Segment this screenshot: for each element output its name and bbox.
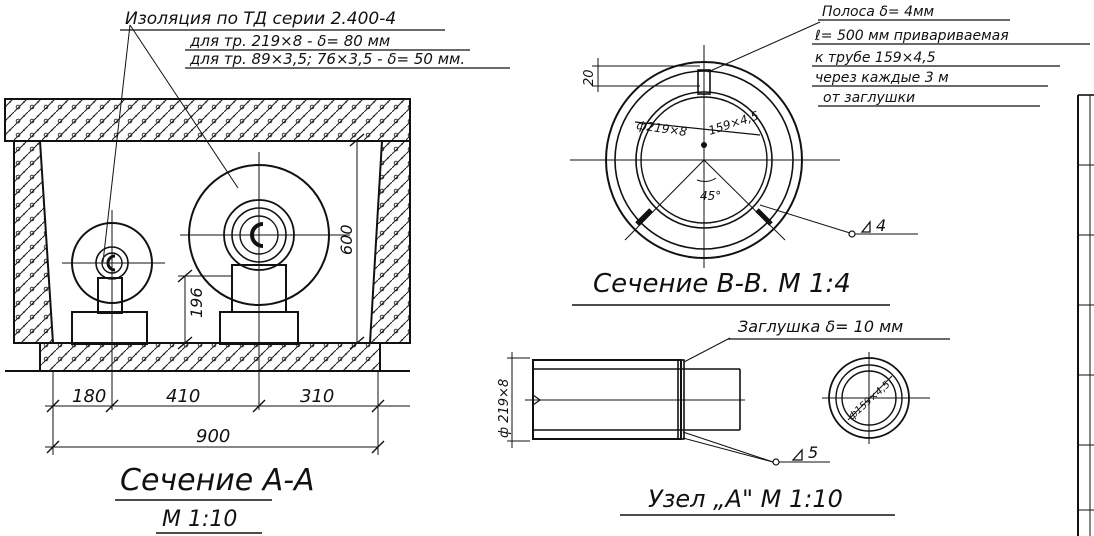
node-a: ф 219×8 Заглушка δ= 10 мм 5 ф159×4,5 Узе… [497, 317, 950, 516]
dim-height-label: 600 [337, 224, 356, 255]
dia-outer-label: ф219×8 [636, 118, 689, 139]
insulation-note-line3: для тр. 89×3,5; 76×3,5 - δ= 50 мм. [189, 50, 465, 68]
dim-410-label: 410 [166, 386, 200, 407]
right-edge-table-fragment [1077, 94, 1094, 536]
dim-310-label: 310 [300, 386, 334, 407]
section-bb: 20 ф219×8 159×4,5 45° 4 Полоса δ= 4мм ℓ=… [570, 4, 1090, 306]
strip-note-line5: от заглушки [823, 90, 915, 106]
channel-slab [4, 98, 411, 142]
weld-5-label: 5 [808, 443, 818, 462]
angle-label: 45° [700, 189, 721, 203]
section-aa: Изоляция по ТД серии 2.400-4 для тр. 219… [4, 9, 510, 534]
strip-note-line1: Полоса δ= 4мм [822, 4, 935, 20]
node-dia-small-label: ф159×4,5 [847, 379, 893, 422]
weld-4-label: 4 [876, 216, 886, 235]
channel-right-wall [368, 140, 411, 344]
large-pipe-assembly [180, 152, 350, 410]
channel-floor [39, 342, 381, 372]
section-aa-title: Сечение А-А [120, 463, 315, 498]
strip-note-line2: ℓ= 500 мм привариваемая [814, 28, 1009, 44]
section-aa-scale: М 1:10 [162, 507, 237, 532]
insulation-note-line2: для тр. 219×8 - δ= 80 мм [189, 32, 390, 50]
dim-support-label: 196 [187, 287, 206, 318]
small-pipe-assembly [62, 210, 165, 410]
cap-label: Заглушка δ= 10 мм [738, 317, 903, 336]
dim-180-label: 180 [72, 386, 106, 407]
section-bb-title: Сечение В-В. М 1:4 [593, 269, 851, 299]
channel-left-wall [13, 140, 55, 344]
insulation-note-line1: Изоляция по ТД серии 2.400-4 [125, 9, 396, 29]
dim-total-label: 900 [196, 426, 230, 447]
strip-note-line3: к трубе 159×4,5 [815, 50, 936, 66]
node-a-title: Узел „А" М 1:10 [648, 485, 843, 513]
strip-note-line4: через каждые 3 м [815, 70, 949, 86]
node-dia-label: ф 219×8 [497, 379, 512, 438]
dia-inner-label: 159×4,5 [707, 108, 761, 137]
dim-20-label: 20 [582, 69, 597, 86]
